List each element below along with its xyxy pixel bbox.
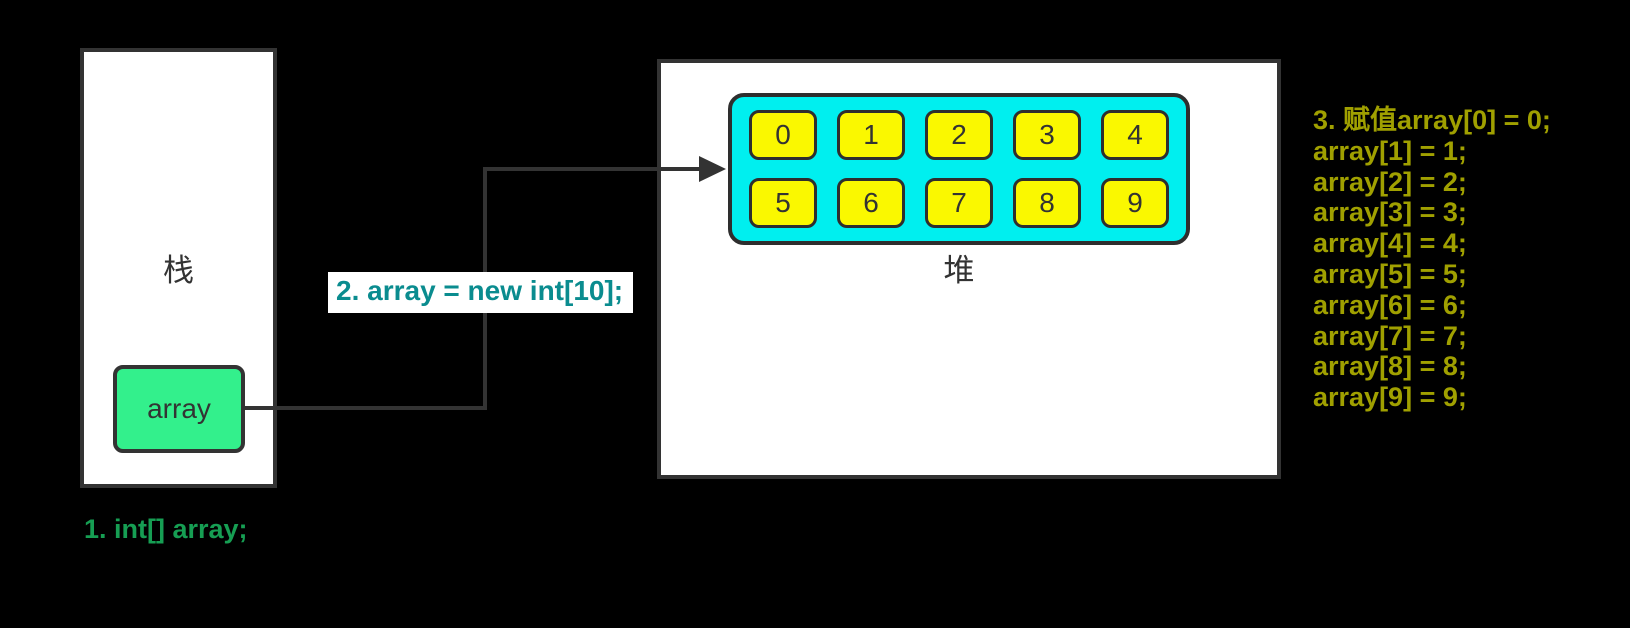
array-row-2: 5 6 7 8 9 — [749, 178, 1169, 228]
step3-line: 3. 赋值array[0] = 0; — [1313, 105, 1551, 135]
heap-label: 堆 — [943, 253, 975, 288]
step3-line: array[5] = 5; — [1313, 258, 1467, 289]
array-cell-0: 0 — [749, 110, 817, 160]
step2-code-label: 2. array = new int[10]; — [328, 272, 634, 313]
array-variable-box: array — [113, 365, 245, 453]
arrow-line-lower — [245, 406, 487, 410]
step3-line: array[6] = 6; — [1313, 289, 1467, 320]
array-cell-2: 2 — [925, 110, 993, 160]
array-cell-6: 6 — [837, 178, 905, 228]
array-cell-1: 1 — [837, 110, 905, 160]
array-cell-4: 4 — [1101, 110, 1169, 160]
array-cell-7: 7 — [925, 178, 993, 228]
array-cell-9: 9 — [1101, 178, 1169, 228]
step3-line: array[1] = 1; — [1313, 135, 1467, 166]
step3-line: array[7] = 7; — [1313, 320, 1467, 351]
array-variable-label: array — [147, 393, 211, 424]
step3-line: array[3] = 3; — [1313, 197, 1467, 228]
array-cell-5: 5 — [749, 178, 817, 228]
step1-code-label: 1. int[] array; — [84, 514, 248, 544]
stack-label: 栈 — [163, 253, 194, 288]
array-cell-8: 8 — [1013, 178, 1081, 228]
arrow-head-icon — [699, 156, 726, 182]
step3-line: array[8] = 8; — [1313, 351, 1467, 382]
array-object-container: 0 1 2 3 4 5 6 7 8 9 — [728, 93, 1190, 245]
step3-line: array[9] = 9; — [1313, 382, 1467, 413]
array-cell-3: 3 — [1013, 110, 1081, 160]
step3-line: array[2] = 2; — [1313, 166, 1467, 197]
step3-code-block: 3. 赋值array[0] = 0; array[1] = 1; array[2… — [1313, 105, 1551, 413]
arrow-line-upper — [487, 167, 701, 171]
array-row-1: 0 1 2 3 4 — [749, 110, 1169, 160]
step3-line: array[4] = 4; — [1313, 228, 1467, 259]
